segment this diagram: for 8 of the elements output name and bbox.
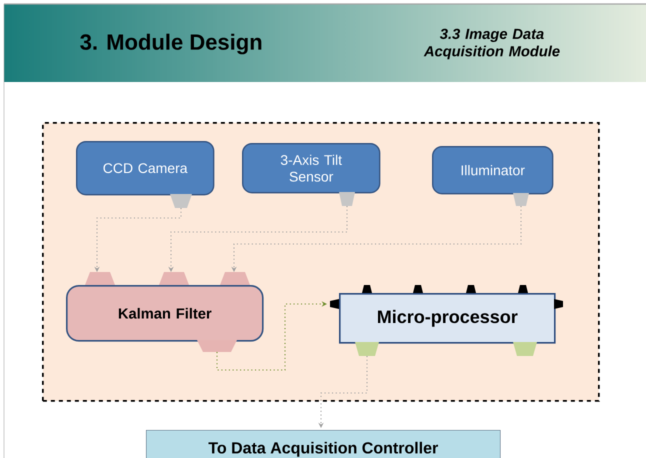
processor-box: Micro-processor <box>330 285 563 356</box>
filter-box: Kalman Filter <box>66 272 264 352</box>
device-box: CCD Camera <box>76 141 214 208</box>
device-box: 3-Axis Tilt Sensor <box>242 143 380 206</box>
output-box: To Data Acquisition Controller <box>146 430 501 458</box>
section-heading: 3.3 Image Data Acquisition Module <box>424 28 560 60</box>
page-title: 3. Module Design <box>80 34 262 54</box>
device-box: Illuminator <box>432 146 554 206</box>
